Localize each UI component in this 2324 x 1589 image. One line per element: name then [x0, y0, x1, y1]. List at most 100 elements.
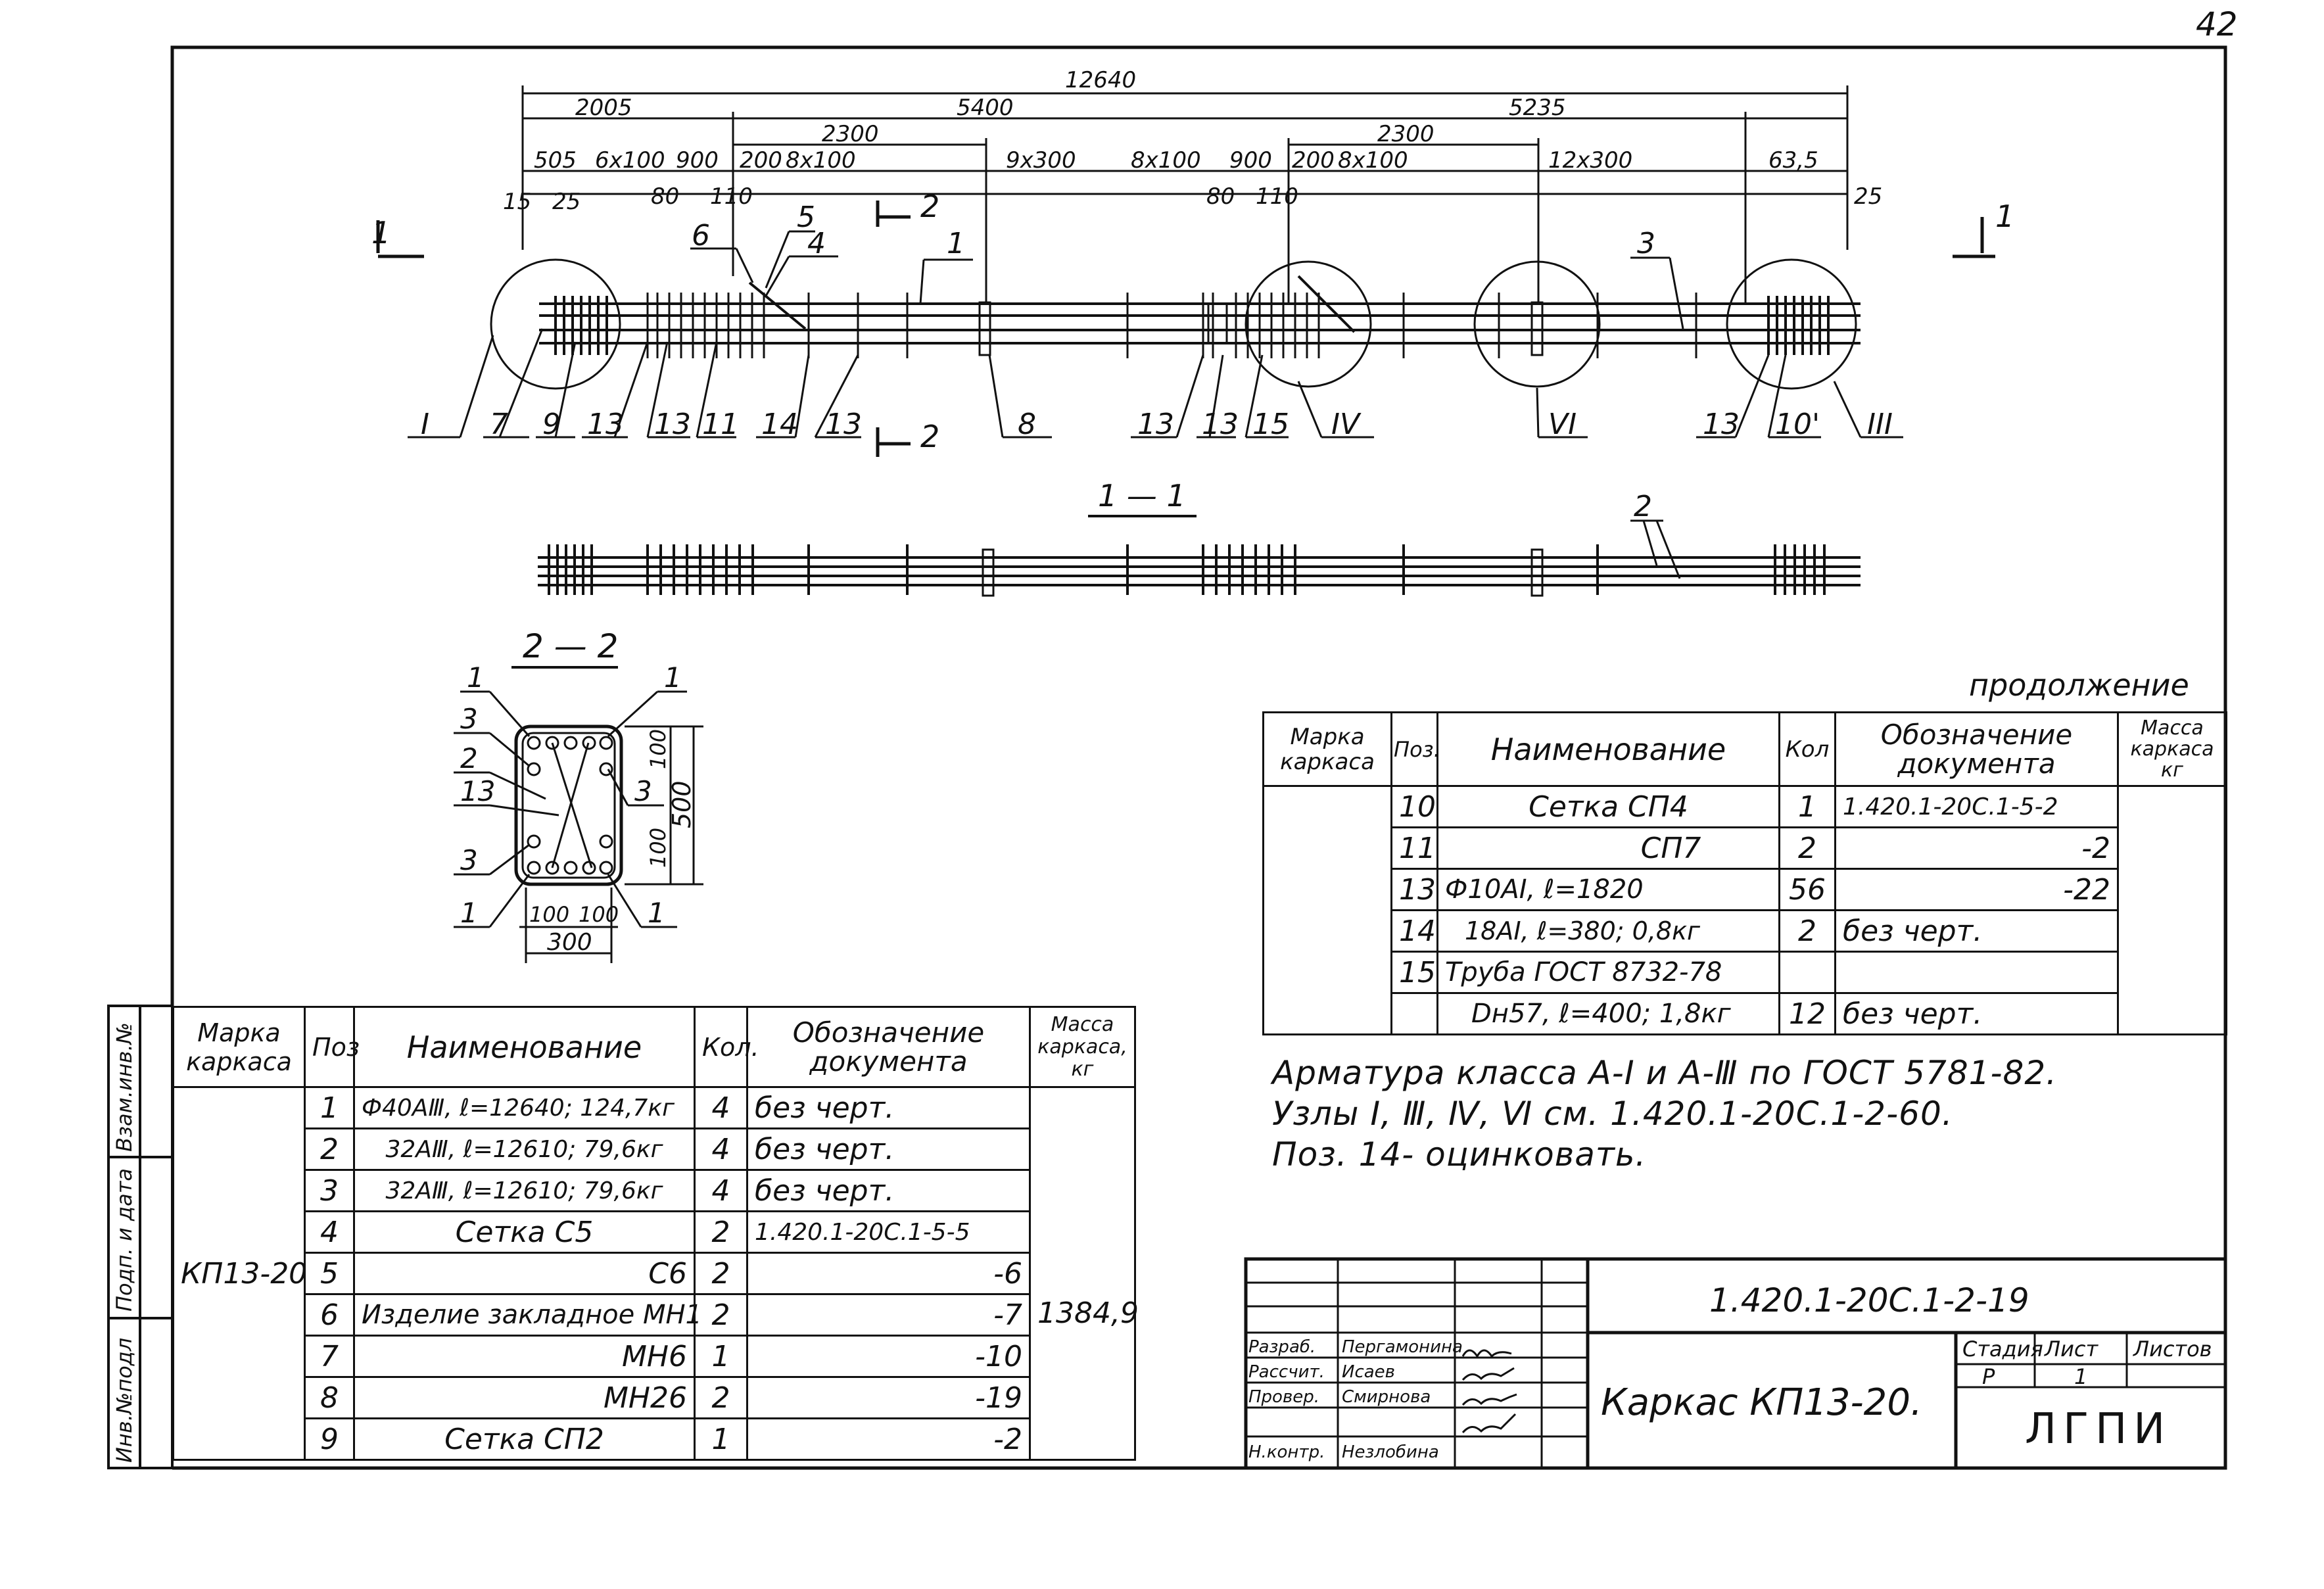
dim-200a: 200 [740, 147, 782, 174]
tb-doc-code: 1.420.1-20С.1-2-19 [1709, 1281, 2029, 1319]
section-2-2-view [454, 690, 703, 963]
pos-13f-label: 13 [1703, 408, 1740, 441]
pos-13c-label: 13 [825, 408, 862, 441]
rt-h-qty: Кол [1778, 711, 1836, 787]
rt-h-pos: Поз. [1390, 711, 1440, 787]
title-block: 1.420.1-20С.1-2-19 Каркас КП13-20. Стади… [1244, 1257, 2227, 1470]
tb-sheet: 1 [2074, 1364, 2087, 1389]
lt-doc: -6 [746, 1252, 1031, 1295]
table-row: 9 Сетка СП2 1 -2 [174, 1417, 1135, 1461]
pos-11-label: 11 [702, 408, 739, 441]
rt-qty: 56 [1778, 868, 1836, 911]
rt-pos: 10 [1390, 785, 1438, 828]
rt-doc: без черт. [1834, 909, 2119, 953]
elevation-view [490, 258, 1861, 390]
dim-200b: 200 [1292, 147, 1335, 174]
lt-name: С6 [353, 1252, 696, 1295]
table-row: 11 СП7 2 -2 [1264, 826, 2227, 870]
lt-name: Сетка С5 [353, 1210, 696, 1254]
sec11-pos-2-label: 2 [1634, 490, 1652, 523]
s22-label-3c: 3 [460, 844, 478, 876]
dim-span-left: 2300 [822, 121, 879, 147]
dim-110b: 110 [1256, 183, 1298, 210]
section-1-1-title: 1 — 1 [1098, 478, 1186, 513]
dim-900b: 900 [1229, 147, 1272, 174]
dim-right-part: 5235 [1509, 95, 1566, 121]
s22-label-3a: 3 [460, 703, 478, 735]
lt-qty: 1 [694, 1417, 748, 1461]
dim-8x100c: 8x100 [1338, 147, 1408, 174]
pos-6-label: 6 [692, 219, 710, 252]
lt-doc: -2 [746, 1417, 1031, 1461]
lt-pos: 5 [304, 1252, 355, 1295]
lt-pos: 4 [304, 1210, 355, 1254]
s22-label-1b: 1 [664, 661, 682, 694]
table-row: 5 С6 2 -6 [174, 1252, 1135, 1295]
pos-15-label: 15 [1252, 408, 1289, 441]
dim-mid-part: 5400 [957, 95, 1014, 121]
rt-qty: 1 [1778, 785, 1836, 828]
lt-name: Сетка СП2 [353, 1417, 696, 1461]
lt-qty: 2 [694, 1210, 748, 1254]
dim-900a: 900 [676, 147, 719, 174]
tb-name-2: Смирнова [1342, 1387, 1431, 1407]
rt-pos: 13 [1390, 868, 1438, 911]
table-row: 3 32АⅢ, ℓ=12610; 79,6кг 4 без черт. [174, 1169, 1135, 1212]
section-2-2-title: 2 — 2 [523, 627, 618, 665]
node-III-label: III [1867, 408, 1893, 441]
side-stamp-inv: Инв.№подл [112, 1338, 137, 1463]
pos-4-label: 4 [807, 227, 826, 260]
tb-role-1: Рассчит. [1248, 1362, 1325, 1382]
left-spec-table: Марка каркаса Поз Наименование Кол. Обоз… [172, 1006, 1139, 1461]
lt-qty: 4 [694, 1086, 748, 1129]
rt-doc: 1.420.1-20С.1-5-2 [1834, 785, 2119, 828]
lt-h-pos: Поз [304, 1006, 360, 1088]
side-stamp-sign: Подп. и дата [112, 1168, 137, 1312]
rt-mass-value [2117, 785, 2227, 1035]
lt-mass-value: 1384,9 [1029, 1086, 1139, 1461]
rt-qty: 2 [1778, 826, 1836, 870]
lt-pos: 2 [304, 1127, 355, 1171]
s22-label-2: 2 [460, 742, 478, 774]
table-row: 10 Сетка СП4 1 1.420.1-20С.1-5-2 [1262, 785, 2227, 1035]
pos-9-label: 9 [542, 408, 561, 441]
rt-h-mass: Масса каркаса кг [2117, 711, 2227, 787]
s22-label-3b: 3 [634, 775, 652, 807]
tb-stage-label: Стадия [1962, 1337, 2043, 1362]
tb-sheet-label: Лист [2044, 1337, 2099, 1362]
lt-name: МН6 [353, 1335, 696, 1378]
dim-80a: 80 [651, 183, 679, 210]
tb-sheets-label: Листов [2133, 1337, 2212, 1362]
lt-qty: 2 [694, 1252, 748, 1295]
rt-name: Труба ГОСТ 8732-78 [1436, 951, 1780, 994]
dim-12x300: 12x300 [1548, 147, 1632, 174]
lt-h-mark: Марка каркаса [172, 1006, 306, 1088]
dim-80b: 80 [1206, 183, 1235, 210]
lt-pos: 8 [304, 1376, 355, 1419]
cut2-top-label: 2 [920, 189, 939, 224]
s22-dim-300: 300 [547, 929, 592, 956]
rt-h-mark: Марка каркаса [1262, 711, 1392, 787]
rt-name: Dн57, ℓ=400; 1,8кг [1436, 992, 1780, 1035]
pos-13d-label: 13 [1137, 408, 1174, 441]
lt-h-qty: Кол. [694, 1006, 759, 1088]
side-stamp [107, 1005, 174, 1469]
s22-label-1d: 1 [648, 897, 665, 929]
lt-doc: без черт. [746, 1169, 1031, 1212]
dim-6x100: 6x100 [595, 147, 665, 174]
note-1: Арматура класса А-Ⅰ и А-Ⅲ по ГОСТ 5781-8… [1272, 1054, 2058, 1092]
table-row: 2 32АⅢ, ℓ=12610; 79,6кг 4 без черт. [174, 1127, 1135, 1171]
lt-pos: 7 [304, 1335, 355, 1378]
dim-505: 505 [534, 147, 577, 174]
rt-h-doc: Обозначение документа [1834, 711, 2119, 787]
section-1-1-view [538, 519, 1861, 597]
rt-name: Сетка СП4 [1436, 785, 1780, 828]
pos-13a-label: 13 [587, 408, 624, 441]
dim-15: 15 [503, 189, 531, 215]
pos-13b-label: 13 [654, 408, 691, 441]
rt-doc: без черт. [1834, 992, 2119, 1035]
pos-5-label: 5 [797, 201, 815, 234]
note-2: Узлы Ⅰ, Ⅲ, Ⅳ, Ⅵ см. 1.420.1-20С.1-2-60. [1272, 1095, 1953, 1133]
lt-qty: 1 [694, 1335, 748, 1378]
lt-pos: 3 [304, 1169, 355, 1212]
